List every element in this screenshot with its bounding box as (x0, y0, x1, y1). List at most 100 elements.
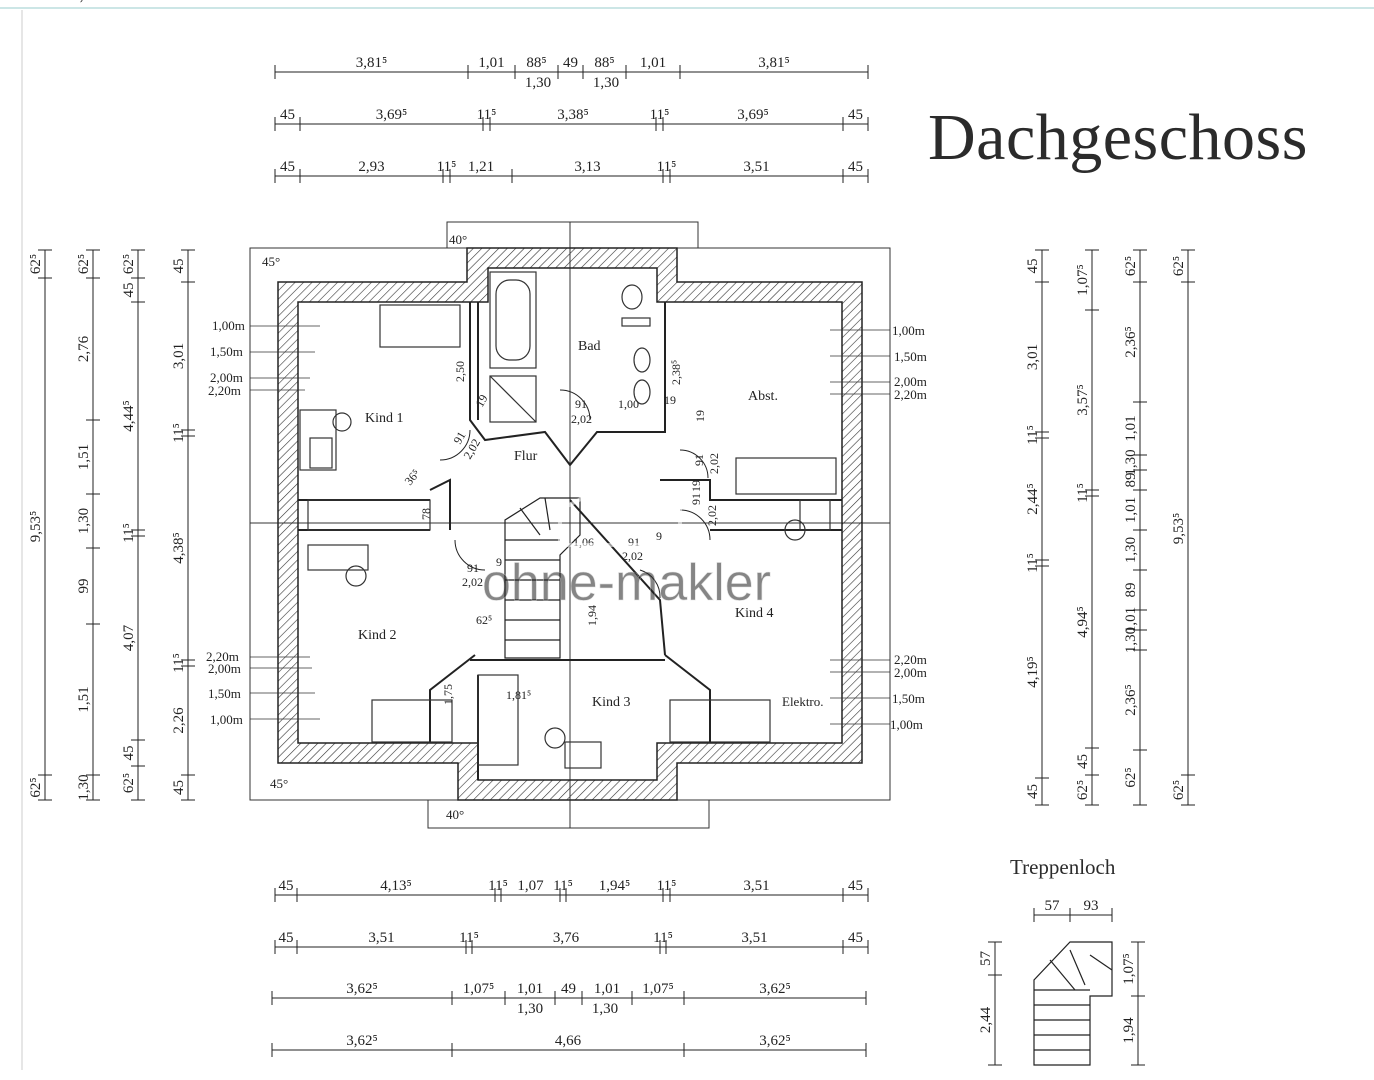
inner-dim: 9 (496, 555, 502, 569)
dimension-label: 3,62⁵ (346, 1033, 377, 1049)
dimension-label: 2,44⁵ (1025, 483, 1041, 514)
dimension-label: 62⁵ (121, 773, 137, 793)
dimension-label: 4,94⁵ (1075, 606, 1091, 637)
desk (799, 499, 831, 531)
bed (371, 699, 453, 743)
page-title: Dachgeschoss (928, 101, 1308, 174)
dimension-label: 1,01 (594, 981, 620, 997)
inner-dim: 36⁵ (402, 467, 423, 488)
dimension-label: 3,38⁵ (557, 107, 588, 123)
inner-dim: 2,50 (453, 361, 467, 382)
wash-basin (621, 317, 651, 327)
dimension-label: 11⁵ (1025, 553, 1041, 573)
door-kind2 (454, 539, 486, 571)
height-label: 2,20m (208, 383, 241, 398)
dimension-label: 1,30 (1123, 627, 1139, 653)
dimension-label: 11⁵ (121, 523, 137, 543)
roof-angle-label: 45° (262, 254, 280, 269)
dimension-label: 4,19⁵ (1025, 656, 1041, 687)
chair (784, 519, 806, 541)
roof-angle-label: 45° (270, 776, 288, 791)
dimension-label: 4,07 (121, 624, 137, 651)
door-swings (439, 389, 711, 599)
stair-hole-detail (1033, 941, 1113, 1066)
dimension-label: 62⁵ (1171, 780, 1187, 800)
dimension-label: 2,36⁵ (1123, 326, 1139, 357)
dimension-label: 45 (279, 930, 294, 946)
dimension-label: 1,07 (517, 878, 544, 894)
height-label: 2,20m (894, 387, 927, 402)
dimension-label: 11⁵ (171, 423, 187, 443)
dimension-label: 62⁵ (28, 254, 44, 274)
dimension-label: 3,62⁵ (759, 1033, 790, 1049)
dimension-label: 1,30 (76, 508, 92, 534)
dimension-label: 1,07⁵ (1121, 953, 1137, 984)
inner-dim: 9 (656, 529, 662, 543)
dimension-label: 45 (1025, 259, 1041, 274)
roof-angle-label: 40° (449, 232, 467, 247)
desk (307, 544, 369, 571)
door-kind4 (679, 509, 711, 541)
height-labels-left: 1,00m 1,50m 2,00m 2,20m 2,20m 2,00m 1,50… (206, 318, 245, 727)
dimension-label: 9,53⁵ (28, 511, 44, 542)
dimension-label: 3,76 (553, 930, 580, 946)
dimension-label: 11⁵ (488, 878, 508, 894)
roof-height-lines (250, 325, 890, 725)
dimension-label: 1,30 (525, 75, 551, 91)
dimension-label: 1,30 (592, 1001, 618, 1017)
room-label-kind3: Kind 3 (592, 695, 631, 710)
inner-dim: 1,75 (441, 684, 455, 705)
dimension-label: 45 (121, 283, 137, 298)
dimension-label: 1,07⁵ (463, 981, 494, 997)
inner-dim: 91 (692, 454, 706, 466)
dimension-label: 11⁵ (1075, 483, 1091, 503)
dimension-label: 49 (561, 981, 576, 997)
room-label-bad: Bad (578, 339, 601, 354)
shower-diagonal (489, 375, 537, 423)
dimension-label: 1,30 (593, 75, 619, 91)
height-label: 2,20m (894, 652, 927, 667)
door-kind3 (639, 569, 661, 599)
room-label-kind1: Kind 1 (365, 411, 404, 426)
dimension-label: 3,51 (368, 930, 394, 946)
dimension-label: 11⁵ (650, 107, 670, 123)
dimension-label: 45 (848, 930, 863, 946)
dimension-label: 3,01 (1025, 344, 1041, 370)
dimension-label: 2,36⁵ (1123, 684, 1139, 715)
dimension-label: 1,01 (1123, 497, 1139, 523)
inner-dim: 19 (472, 392, 490, 409)
dimension-label: 93 (1084, 898, 1099, 914)
bed (669, 699, 771, 743)
dimension-label: 11⁵ (657, 878, 677, 894)
watermark-text: ohne-makler (482, 554, 771, 612)
dimension-label: 3,69⁵ (376, 107, 407, 123)
dimension-label: 3,13 (574, 159, 600, 175)
height-label: 1,00m (892, 323, 925, 338)
toilet (633, 379, 651, 405)
dimension-label: 11⁵ (171, 653, 187, 673)
dimension-label: 1,01 (517, 981, 543, 997)
dimension-label: 45 (848, 107, 863, 123)
height-label: 1,00m (890, 717, 923, 732)
inner-dim: 1,81⁵ (506, 688, 531, 702)
inner-dim: 2,02 (462, 575, 483, 589)
bathtub-basin (495, 279, 531, 361)
height-label: 1,50m (894, 349, 927, 364)
height-label: 1,00m (210, 712, 243, 727)
bathroom-fixtures (489, 271, 651, 423)
dimension-label: 11⁵ (477, 107, 497, 123)
inner-dim: 1,00 (618, 397, 639, 411)
furniture (299, 304, 837, 769)
inner-dim: 91 (689, 493, 703, 505)
height-label: 1,00m (212, 318, 245, 333)
dimension-label: 62⁵ (1171, 256, 1187, 276)
inner-dim: 2,02 (571, 412, 592, 426)
dimension-label: 4,13⁵ (380, 878, 411, 894)
door-bad (559, 389, 591, 421)
roof-angle-label: 40° (446, 807, 464, 822)
dimension-label: 1,30 (1123, 537, 1139, 563)
dimension-label: 2,26 (171, 707, 187, 734)
dimension-label: 45 (280, 159, 295, 175)
dimension-label: 88⁵ (594, 55, 614, 71)
